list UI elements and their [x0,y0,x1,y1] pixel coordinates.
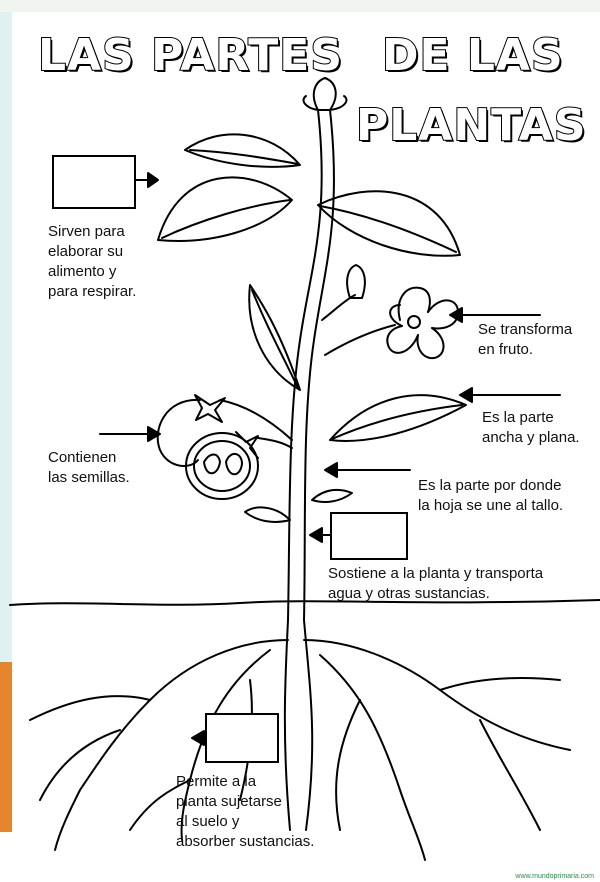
arrow-petiole [324,462,411,478]
leaf-right-lower-icon [329,394,467,442]
arrow-stem [309,527,331,543]
arrow-leaves [134,172,159,188]
left-strip-orange [0,662,12,832]
arrow-fruit [99,426,161,442]
leaf-small-left-icon [244,506,291,523]
title-part-2: DE LAS [381,29,564,82]
arrow-flower [449,307,541,323]
top-bud-icon [312,77,337,111]
answer-box-roots[interactable] [205,713,279,763]
ground-line [9,599,600,606]
stem [287,109,323,621]
answer-box-stem[interactable] [330,512,408,560]
footer-credit: www.mundoprimaria.com [515,873,594,880]
flower-icon [386,286,459,360]
label-leaf-blade: Es la parte ancha y plana. [482,409,580,446]
answer-box-leaves[interactable] [52,155,136,209]
leaf-upper-left-icon [184,133,301,168]
label-roots: Permite a la planta sujetarse al suelo y… [176,773,315,850]
flower-bud-icon [346,264,366,299]
arrow-roots [191,730,206,746]
label-stem: Sostiene a la planta y transporta agua y… [328,565,544,602]
arrow-leaf-blade [459,387,561,403]
leaf-small-right-icon [311,488,353,503]
label-flower: Se transforma en fruto. [478,321,573,358]
leaf-left-big-icon [157,176,293,242]
leaf-right-big-icon [317,190,461,257]
left-strip-teal [0,12,12,662]
tomato-cut-icon [185,431,293,500]
top-strip [0,0,600,12]
leaf-middle-left-icon [248,284,301,391]
roots-icon [29,619,571,861]
title-part-1: LAS PARTES [37,29,344,82]
title-part-3: PLANTAS [355,99,587,152]
label-petiole: Es la parte por donde la hoja se une al … [418,477,564,514]
label-fruit: Contienen las semillas. [48,449,130,486]
label-leaves: Sirven para elaborar su alimento y para … [48,223,137,300]
